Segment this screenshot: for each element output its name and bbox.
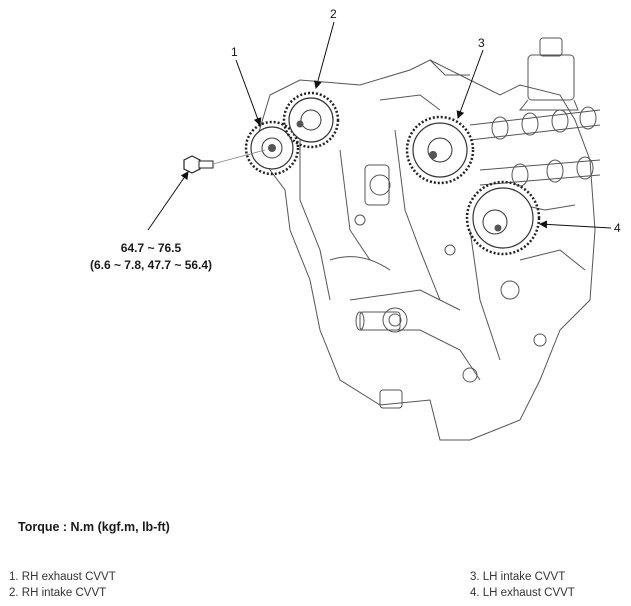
bolt-icon xyxy=(183,149,266,174)
engine-diagram: 1 2 3 4 xyxy=(147,7,621,441)
legend-item-2: 2. RH intake CVVT xyxy=(9,587,107,599)
oil-filter-cap xyxy=(518,37,579,111)
legend-right: 3. LH intake CVVT 4. LH exhaust CVVT xyxy=(470,569,575,601)
crankshaft-nose xyxy=(355,311,401,331)
callout-2: 2 xyxy=(330,7,337,21)
rh-exhaust-cvvt xyxy=(244,120,300,176)
rh-intake-cvvt xyxy=(282,91,340,149)
leader-lines xyxy=(147,21,612,231)
torque-spec: 64.7 ~ 76.5 (6.6 ~ 7.8, 47.7 ~ 56.4) xyxy=(76,240,226,274)
camshaft xyxy=(469,106,601,187)
lh-exhaust-cvvt xyxy=(465,180,541,256)
torque-spec-alt: (6.6 ~ 7.8, 47.7 ~ 56.4) xyxy=(89,258,213,272)
legend-item-3: 3. LH intake CVVT xyxy=(470,571,566,583)
legend-item-1: 1. RH exhaust CVVT xyxy=(9,571,116,583)
lh-intake-cvvt xyxy=(405,115,475,185)
callout-4: 4 xyxy=(614,221,621,235)
torque-unit-title: Torque : N.m (kgf.m, lb-ft) xyxy=(18,520,170,534)
callout-1: 1 xyxy=(231,45,238,59)
callout-3: 3 xyxy=(478,36,485,50)
torque-spec-nm: 64.7 ~ 76.5 xyxy=(120,241,182,255)
legend-left: 1. RH exhaust CVVT 2. RH intake CVVT xyxy=(9,569,116,601)
legend-item-4: 4. LH exhaust CVVT xyxy=(470,587,575,599)
